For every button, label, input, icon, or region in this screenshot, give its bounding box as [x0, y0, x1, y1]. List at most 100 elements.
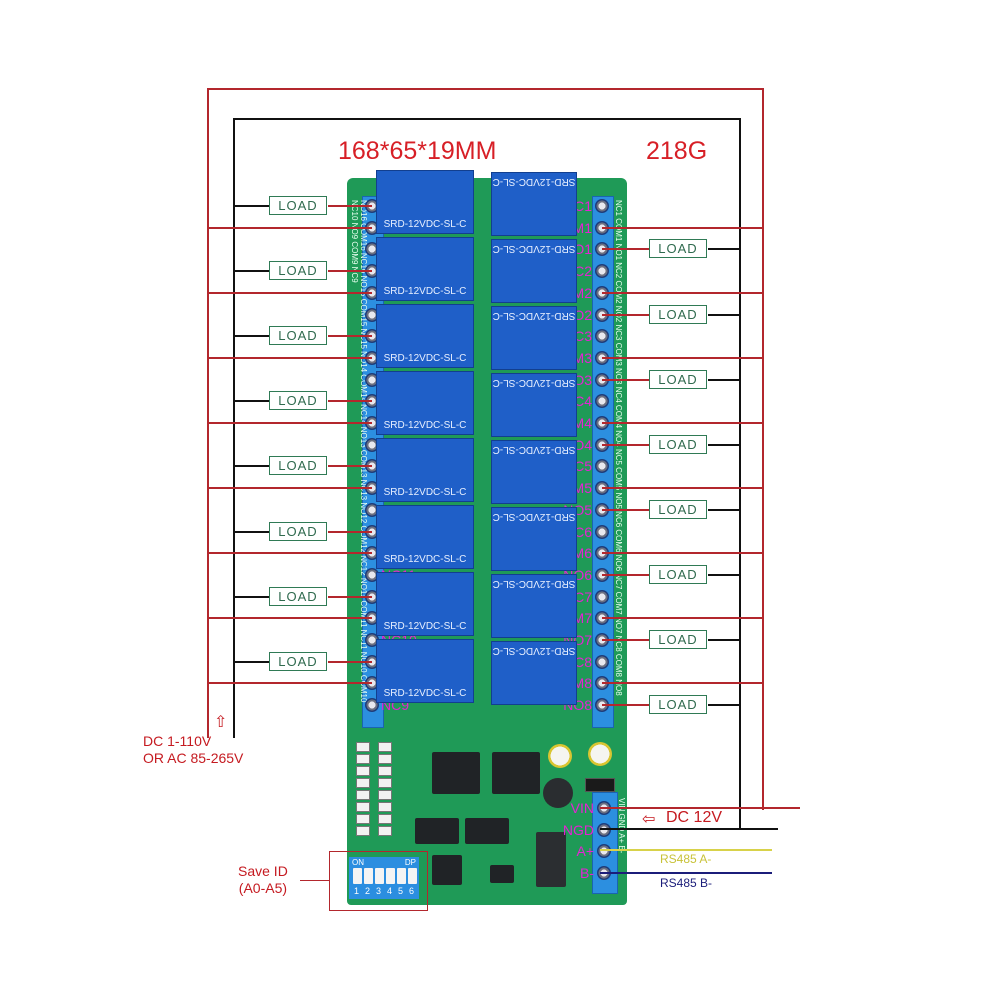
power-terminal-label: VIN: [570, 800, 594, 816]
load-supply-line2: OR AC 85-265V: [143, 750, 244, 766]
terminal-screw: [365, 459, 379, 474]
terminal-screw: [595, 654, 609, 669]
voltage-regulator: [536, 832, 566, 887]
relay-model-label: SRD-12VDC-SL-C: [492, 645, 576, 656]
no-wire-left-red: [328, 530, 372, 533]
dimensions-label: 168*65*19MM: [338, 137, 497, 165]
no-wire-right-red: [602, 248, 649, 251]
dip-switch-lever: [364, 868, 373, 884]
relay-board-top-notch: [347, 178, 627, 188]
status-led: [356, 754, 370, 764]
no-wire-right-black: [708, 313, 740, 316]
no-wire-left-red: [328, 595, 372, 598]
status-led: [378, 766, 392, 776]
rs485-b-label: RS485 B-: [660, 876, 713, 890]
terminal-screw: [365, 676, 379, 691]
com-wire-right: [602, 682, 763, 685]
no-wire-left-red: [328, 660, 372, 663]
com-wire-left: [207, 356, 372, 359]
relay-module: SRD-12VDC-SL-C: [491, 239, 577, 303]
load-box: LOAD: [649, 564, 707, 584]
black-left-vertical: [233, 118, 235, 738]
com-wire-right: [602, 617, 763, 620]
load-supply-line1: DC 1-110V: [143, 733, 212, 749]
relay-module: SRD-12VDC-SL-C: [491, 306, 577, 370]
load-box: LOAD: [269, 326, 327, 346]
dip-on-label: ON: [352, 858, 364, 867]
terminal-screw: [365, 633, 379, 647]
terminal-screw: [365, 372, 379, 387]
load-box: LOAD: [269, 196, 327, 215]
right-silkscreen: NC1 COM1 NO1 NC2 COM2 NO2 NC3 COM3 NO3 N…: [614, 200, 623, 696]
relay-model-label: SRD-12VDC-SL-C: [383, 353, 467, 364]
status-led: [378, 790, 392, 800]
no-wire-right-black: [708, 378, 740, 381]
com-wire-left: [207, 487, 372, 490]
ic-chip-6: [490, 865, 514, 883]
status-led: [356, 814, 370, 824]
gnd-wire: [600, 828, 778, 830]
status-led: [356, 790, 370, 800]
terminal-screw: [365, 394, 379, 409]
no-wire-left-black: [233, 530, 269, 533]
status-led: [378, 754, 392, 764]
dip-position-label: 5: [398, 886, 404, 896]
weight-label: 218G: [646, 137, 708, 165]
terminal-screw: [365, 199, 379, 213]
dip-position-label: 4: [387, 886, 393, 896]
no-wire-right-black: [708, 443, 740, 446]
terminal-screw: [365, 329, 379, 344]
relay-module: SRD-12VDC-SL-C: [491, 440, 577, 504]
dc-supply-label: DC 12V: [666, 809, 723, 826]
ic-chip-2: [492, 752, 540, 794]
relay-module: SRD-12VDC-SL-C: [376, 170, 474, 234]
relay-model-label: SRD-12VDC-SL-C: [492, 176, 576, 187]
dip-position-label: 3: [376, 886, 382, 896]
status-led: [378, 814, 392, 824]
status-led: [356, 778, 370, 788]
terminal-screw: [365, 654, 379, 669]
relay-model-label: SRD-12VDC-SL-C: [492, 243, 576, 254]
save-id-line2: (A0-A5): [238, 880, 288, 896]
status-led: [378, 778, 392, 788]
relay-module: SRD-12VDC-SL-C: [376, 639, 474, 703]
status-led: [356, 766, 370, 776]
no-wire-left-red: [328, 465, 372, 468]
no-wire-right-red: [602, 573, 649, 576]
load-box: LOAD: [269, 651, 327, 671]
dip-position-label: 2: [365, 886, 371, 896]
save-id-annotation: Save ID (A0-A5): [238, 863, 288, 897]
relay-module: SRD-12VDC-SL-C: [491, 641, 577, 705]
terminal-screw: [365, 502, 379, 517]
terminal-screw: [365, 437, 379, 452]
com-wire-right: [602, 422, 763, 424]
no-wire-right-black: [708, 508, 740, 511]
no-wire-left-red: [328, 400, 372, 403]
relay-module: SRD-12VDC-SL-C: [491, 172, 577, 236]
load-box: LOAD: [649, 695, 707, 715]
power-terminal-label: A+: [576, 843, 594, 859]
power-terminal-label: B-: [580, 864, 594, 881]
no-wire-right-black: [708, 639, 740, 641]
save-id-leader-line: [300, 880, 329, 881]
ic-chip-5: [432, 855, 462, 885]
relay-module: SRD-12VDC-SL-C: [376, 572, 474, 636]
terminal-screw: [365, 264, 379, 279]
dip-switch-lever: [408, 868, 417, 884]
load-box: LOAD: [269, 456, 327, 476]
relay-model-label: SRD-12VDC-SL-C: [383, 554, 467, 565]
black-frame-top: [233, 118, 741, 120]
status-led: [356, 826, 370, 836]
no-wire-left-red: [328, 205, 372, 207]
rs485-a-wire: [600, 849, 772, 851]
com-wire-right: [602, 226, 763, 229]
com-wire-right: [602, 291, 763, 294]
terminal-screw: [365, 589, 379, 604]
dip-switch-lever: [397, 868, 406, 884]
no-wire-left-red: [328, 270, 372, 273]
capacitor-2: [588, 742, 612, 766]
relay-model-label: SRD-12VDC-SL-C: [383, 487, 467, 498]
terminal-screw: [365, 698, 379, 713]
com-wire-right: [602, 552, 763, 555]
